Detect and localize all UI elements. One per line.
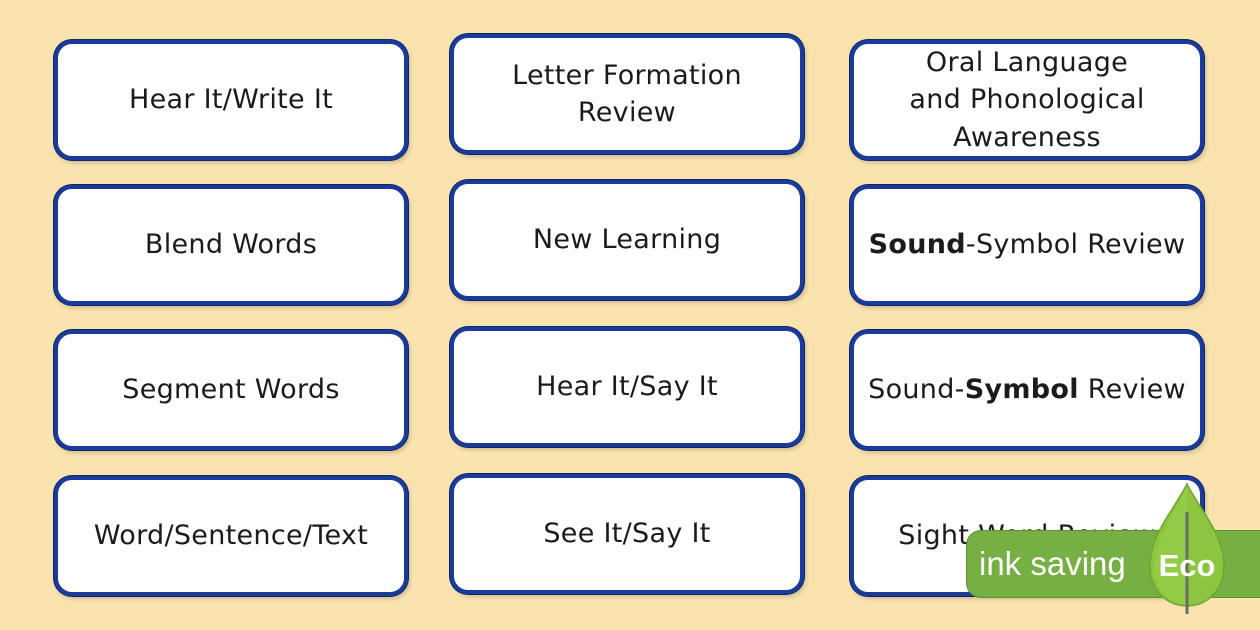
card-oral-language: Oral Language and Phonological Awareness [850,40,1204,160]
card-label: Sound-Symbol Review [868,229,1186,261]
card-see-it-say-it: See It/Say It [450,474,804,594]
card-label: Hear It/Write It [128,84,333,116]
card-label: Oral Language and Phonological Awareness [909,47,1145,153]
bold-word: Sound [868,229,966,261]
card-segment-words: Segment Words [54,330,408,450]
card-label: Hear It/Say It [536,371,718,403]
card-word-sentence-text: Word/Sentence/Text [54,476,408,596]
card-sound-symbol-review-1: Sound-Symbol Review [850,185,1204,305]
card-label: New Learning [532,224,722,256]
card-letter-formation-review: Letter Formation Review [450,34,804,154]
card-hear-it-write-it: Hear It/Write It [54,40,408,160]
card-new-learning: New Learning [450,180,804,300]
card-label: Word/Sentence/Text [93,520,369,552]
card-label: Letter Formation Review [512,59,742,128]
card-label: Blend Words [144,229,318,261]
eco-leaf-icon: Eco [1148,482,1226,614]
bold-word: Symbol [964,374,1079,406]
eco-label: Eco [1158,548,1216,583]
card-label: See It/Say It [543,518,711,550]
leaf-shape [1149,482,1225,614]
card-hear-it-say-it: Hear It/Say It [450,327,804,447]
ink-saving-label: ink saving [979,545,1126,582]
card-label: Segment Words [122,374,340,406]
card-blend-words: Blend Words [54,185,408,305]
card-sound-symbol-review-2: Sound-Symbol Review [850,330,1204,450]
card-label: Sound-Symbol Review [868,374,1186,406]
